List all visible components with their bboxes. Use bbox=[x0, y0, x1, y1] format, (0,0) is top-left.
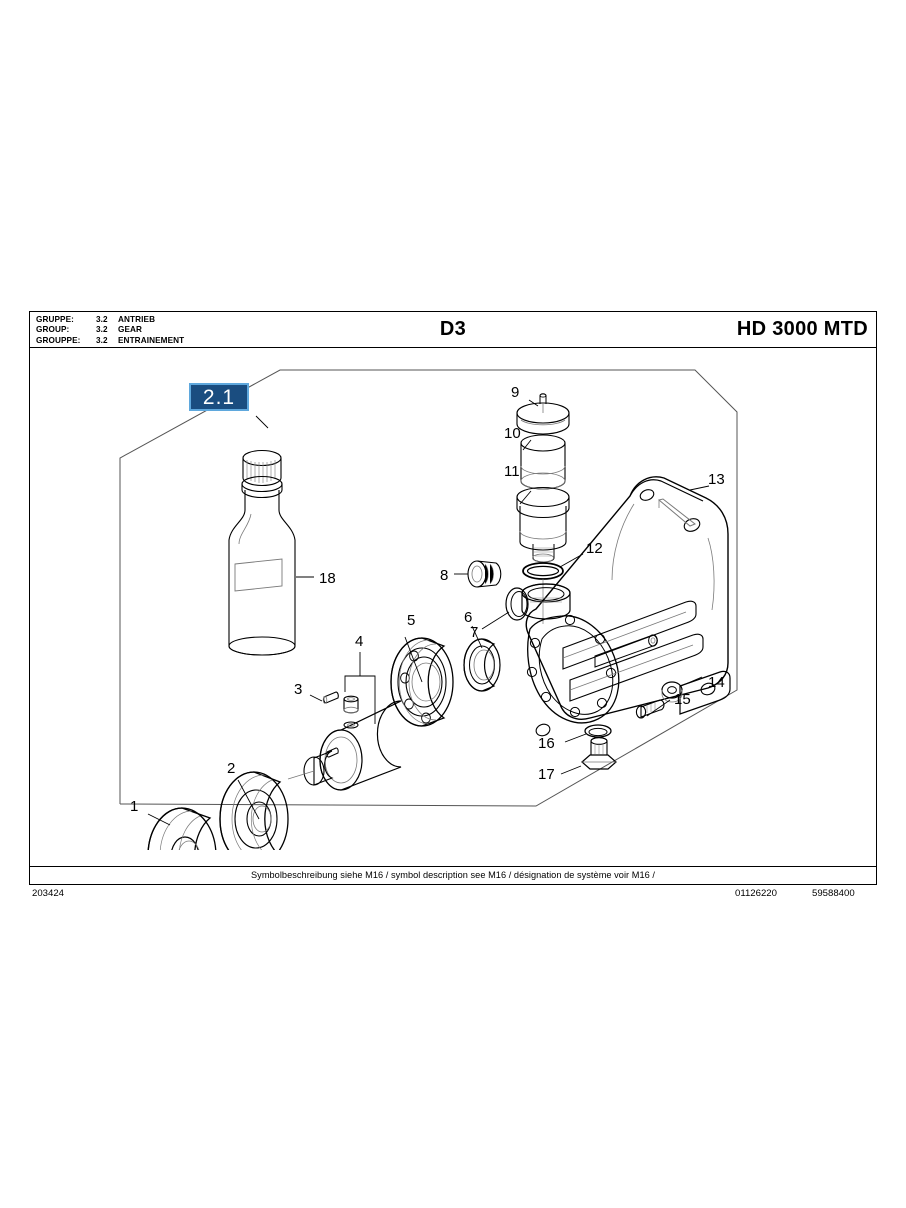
group-row-en: GROUP: 3.2 GEAR bbox=[36, 325, 184, 335]
callout-label-12: 12 bbox=[586, 540, 603, 557]
model-name: HD 3000 MTD bbox=[736, 318, 868, 340]
part-9-oil-cap: 9 bbox=[511, 384, 570, 435]
part-10-filter-element: 10 bbox=[504, 425, 566, 490]
part-12-o-ring: 12 bbox=[522, 540, 603, 624]
part-5-ball-bearing: 5 bbox=[390, 612, 454, 727]
group-name-fr: ENTRAINEMENT bbox=[118, 335, 185, 345]
sheet-code: D3 bbox=[439, 318, 467, 340]
callout-label-5: 5 bbox=[407, 612, 415, 629]
group-tag-2-1[interactable]: 2.1 bbox=[189, 383, 249, 411]
callout-label-15: 15 bbox=[674, 691, 691, 708]
callout-label-10: 10 bbox=[504, 425, 521, 442]
part-11-filter-housing: 11 bbox=[504, 463, 570, 563]
part-18-oil-bottle: 18 bbox=[228, 449, 336, 656]
callout-label-2: 2 bbox=[227, 760, 235, 777]
part-16-seal-ring: 16 bbox=[538, 724, 612, 752]
part-14-washer: 14 bbox=[661, 674, 725, 703]
callout-label-17: 17 bbox=[538, 766, 555, 783]
callout-label-8: 8 bbox=[440, 567, 448, 584]
part-crankshaft-body bbox=[287, 700, 402, 791]
callout-label-14: 14 bbox=[708, 674, 725, 691]
group-name-en: GEAR bbox=[118, 325, 143, 335]
part-15-bolt: 15 bbox=[635, 691, 691, 719]
part-3-key: 3 bbox=[294, 681, 339, 704]
sheet-footer: 203424 01126220 59588400 bbox=[29, 888, 877, 904]
exploded-drawing-canvas: 18 9 10 bbox=[30, 348, 876, 850]
footer-drawing-number: 203424 bbox=[32, 888, 65, 899]
footer-part-number: 01126220 bbox=[735, 888, 777, 899]
callout-label-11: 11 bbox=[504, 463, 520, 480]
part-13-gear-housing: 13 bbox=[521, 471, 731, 737]
part-6-oil-seal: 6 bbox=[463, 609, 501, 692]
part-7-sealing-ring: 7 bbox=[470, 587, 529, 641]
callout-label-13: 13 bbox=[708, 471, 725, 488]
callout-label-6: 6 bbox=[464, 609, 472, 626]
callout-label-1: 1 bbox=[130, 798, 138, 815]
group-label-en: GROUP: bbox=[36, 325, 70, 335]
callout-label-3: 3 bbox=[294, 681, 302, 698]
footer-doc-number: 59588400 bbox=[812, 888, 855, 899]
group-boundary-polygon bbox=[119, 369, 738, 807]
group-row-de: GRUPPE: 3.2 ANTRIEB bbox=[36, 315, 184, 325]
part-8-screw-plug: 8 bbox=[440, 560, 502, 588]
group-label-fr: GROUPPE: bbox=[36, 335, 81, 345]
part-1-pulley-outer: 1 bbox=[130, 798, 217, 850]
group-label-de: GRUPPE: bbox=[36, 315, 75, 324]
part-2-pulley-inner: 2 bbox=[219, 760, 289, 850]
exploded-view-svg: 18 9 10 bbox=[119, 369, 738, 850]
group-row-fr: GROUPPE: 3.2 ENTRAINEMENT bbox=[36, 336, 184, 346]
part-4-set-screw: 4 bbox=[343, 633, 376, 724]
group-number-en: 3.2 bbox=[96, 325, 108, 335]
callout-label-18: 18 bbox=[319, 570, 336, 587]
symbol-description-note: Symbolbeschreibung siehe M16 / symbol de… bbox=[30, 866, 876, 884]
callout-label-16: 16 bbox=[538, 735, 555, 752]
group-tag-leader bbox=[255, 415, 269, 429]
group-number-de: 3.2 bbox=[96, 315, 108, 324]
callout-label-4: 4 bbox=[355, 633, 363, 650]
callout-label-7: 7 bbox=[470, 624, 478, 641]
group-name-de: ANTRIEB bbox=[118, 315, 156, 324]
group-number-fr: 3.2 bbox=[96, 335, 108, 345]
part-17-drain-plug: 17 bbox=[538, 737, 617, 783]
callout-label-9: 9 bbox=[511, 384, 519, 401]
